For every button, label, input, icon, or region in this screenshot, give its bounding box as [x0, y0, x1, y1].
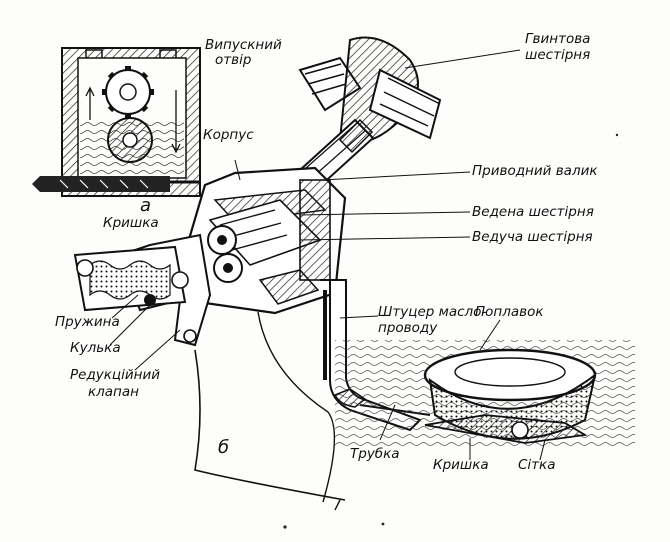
cover-relief-valve	[73, 233, 212, 371]
label-sub-b: б	[218, 437, 230, 458]
label-pryvodnyi-valyk: Приводний валик	[472, 163, 598, 179]
label-shtutser-line1: Штуцер масло-	[378, 304, 487, 320]
float-screen	[423, 319, 597, 461]
label-trubka: Трубка	[350, 446, 400, 462]
screw-gear	[298, 36, 521, 144]
label-vypusknyi-otvir-line2: отвір	[215, 52, 252, 68]
label-veducha-shestirnia: Ведуча шестірня	[472, 229, 593, 245]
label-gvyntova-line1: Гвинтова	[525, 31, 591, 47]
label-kryshka-bottom: Кришка	[433, 457, 489, 473]
label-redukc-line2: клапан	[88, 384, 139, 400]
label-kulka: Кулька	[70, 340, 121, 356]
label-gvyntova-line2: шестірня	[525, 47, 591, 63]
pump-body	[183, 159, 471, 315]
label-vedena-shestirnia: Ведена шестірня	[472, 204, 594, 220]
label-kryshka-top: Кришка	[103, 215, 159, 231]
label-pruzhyna: Пружина	[55, 314, 120, 330]
label-poplavok: Поплавок	[475, 304, 544, 320]
label-korpus: Корпус	[203, 127, 254, 143]
inset-a-pump-section	[32, 47, 201, 197]
crankcase-wall	[194, 311, 346, 511]
stray-marks	[283, 133, 619, 529]
label-sitka: Сітка	[518, 457, 556, 473]
label-sub-a: а	[140, 195, 152, 216]
label-shtutser-line2: проводу	[378, 320, 438, 336]
label-vypusknyi-otvir-line1: Випускний	[205, 37, 282, 53]
label-redukc-line1: Редукційний	[70, 367, 161, 383]
